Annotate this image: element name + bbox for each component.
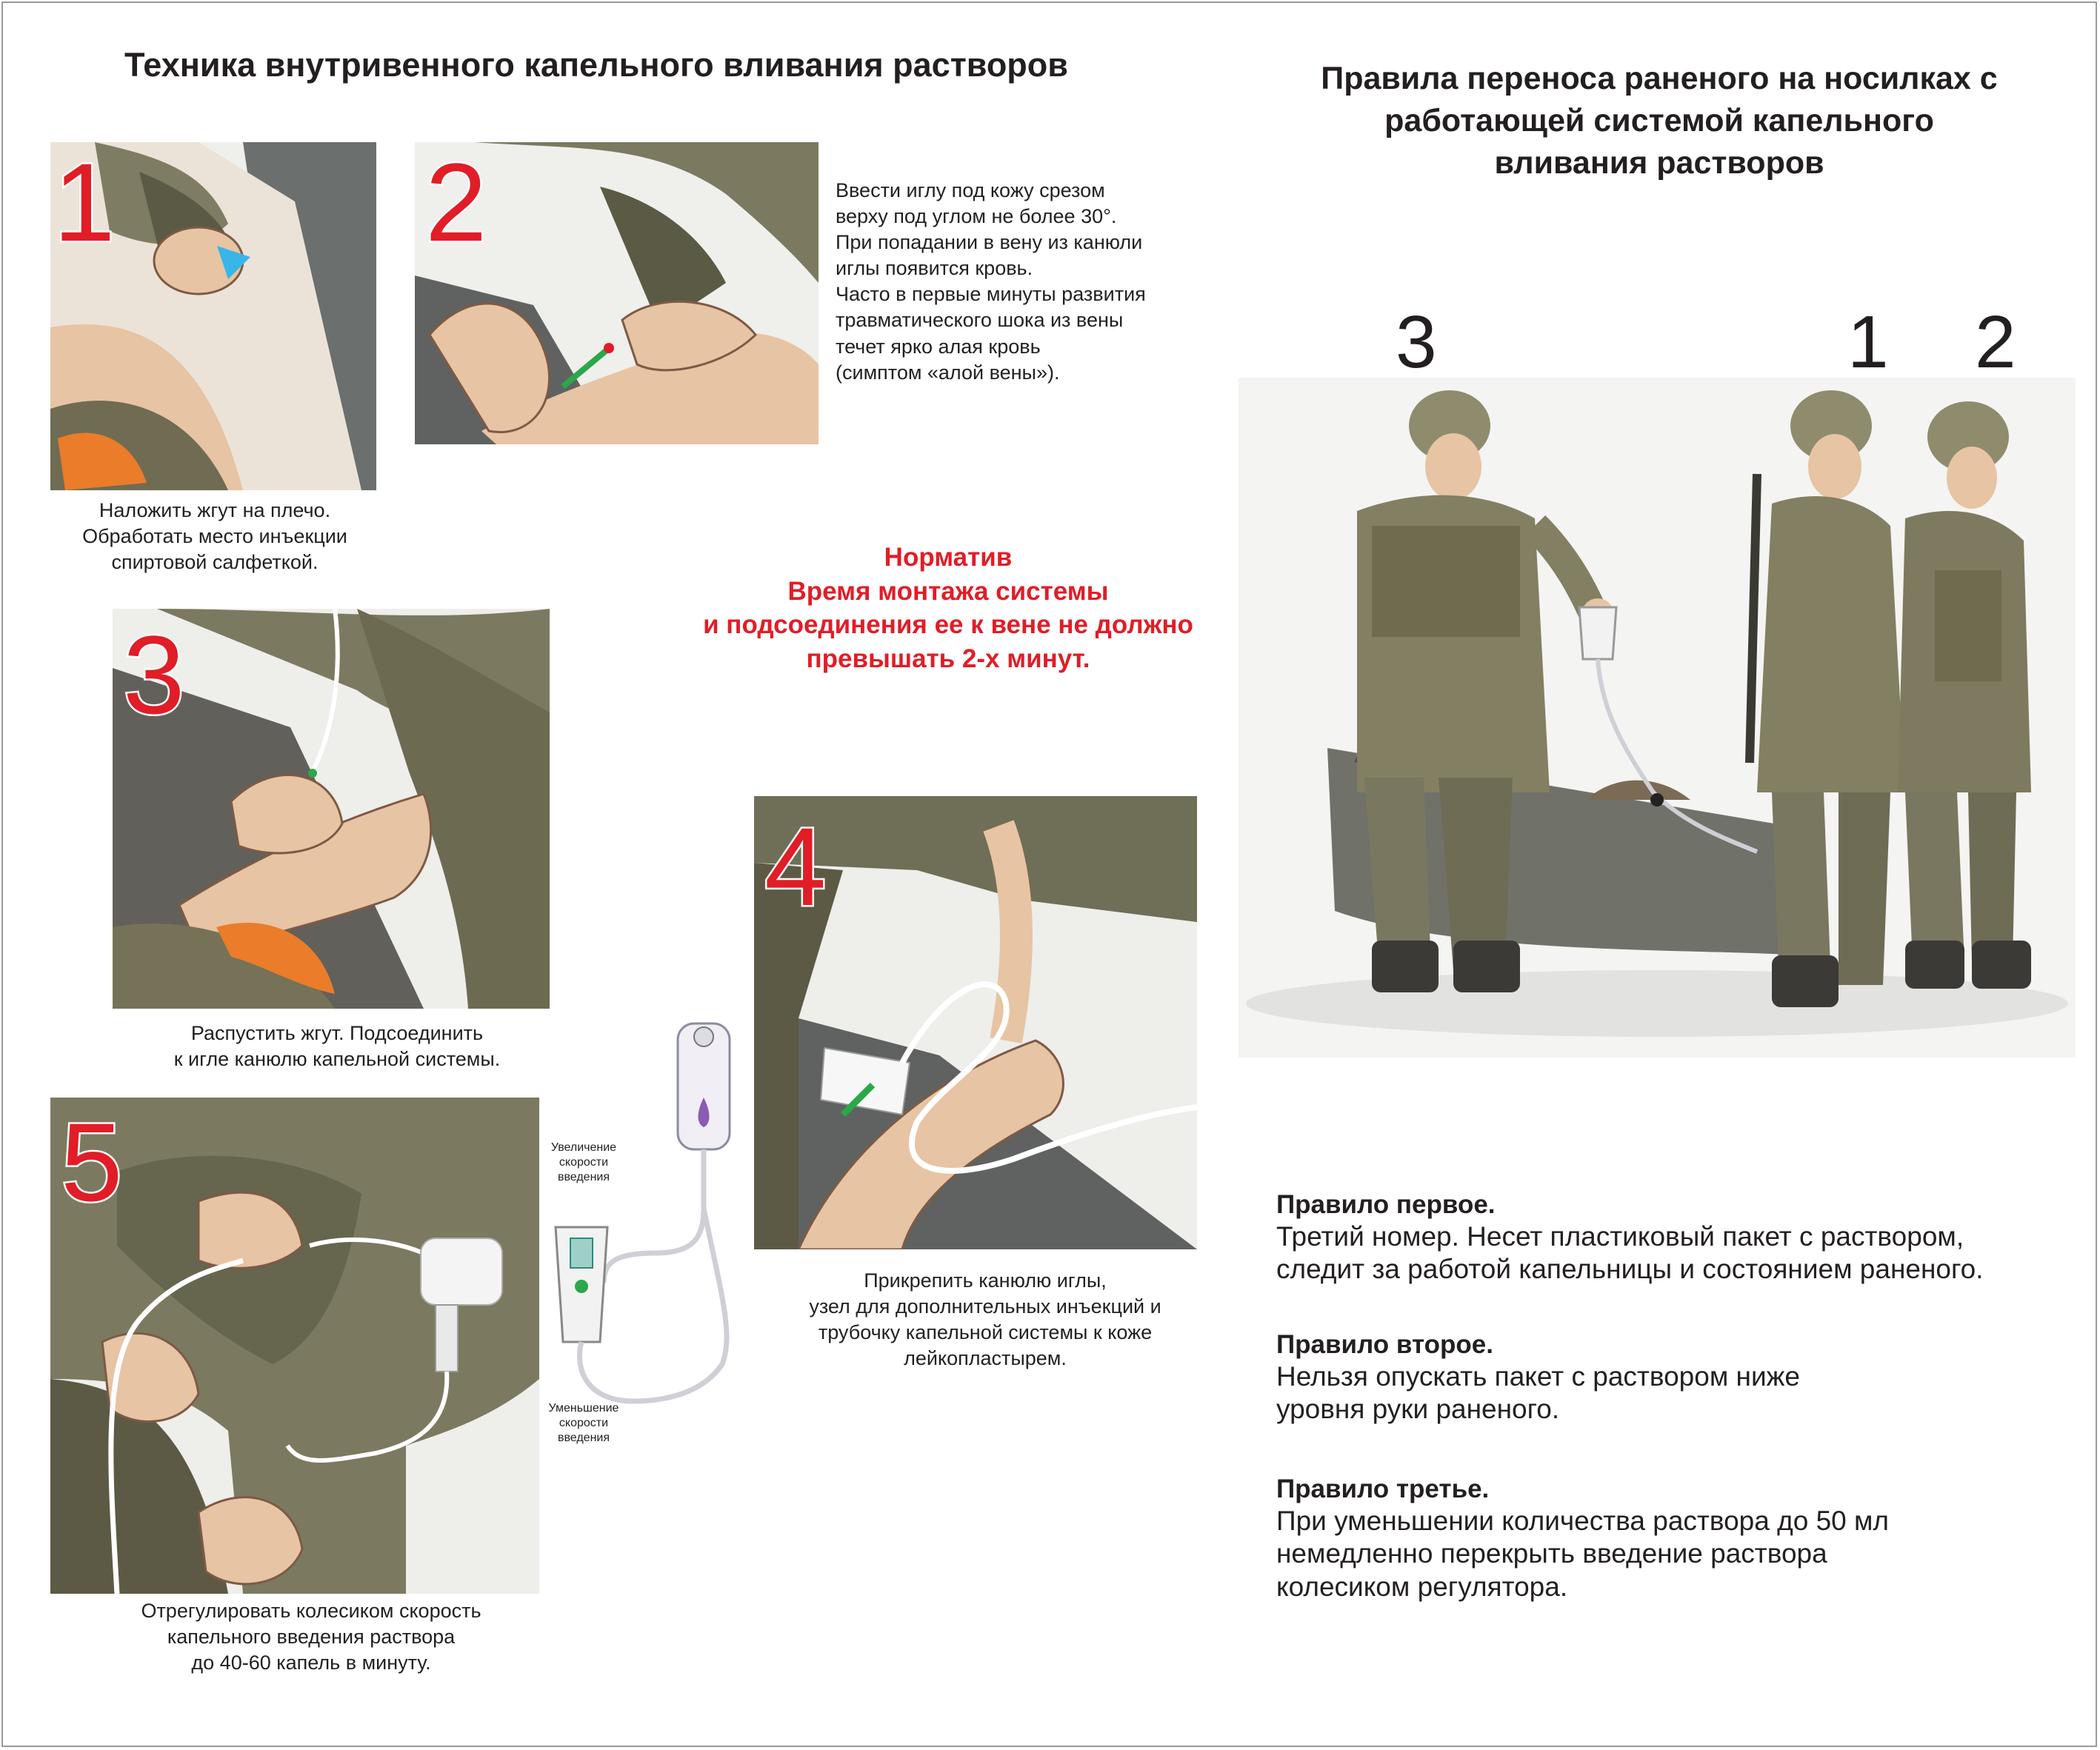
drip-chamber-illustration <box>554 1022 731 1404</box>
decrease-rate-label: Уменьшение скорости введения <box>539 1401 628 1446</box>
norm-line: Норматив <box>884 543 1013 572</box>
step-1-caption: Наложить жгут на плечо. Обработать место… <box>30 498 400 575</box>
rule-text-line: уровня руки раненого. <box>1276 1394 1560 1425</box>
norm-line: превышать 2-х минут. <box>806 644 1090 673</box>
soldier-3 <box>1357 390 1614 992</box>
norm-notice: Норматив Время монтажа системы и подсоед… <box>652 541 1244 675</box>
caption-line: Обработать место инъекции <box>82 525 347 548</box>
caption-line: иглы появится кровь. <box>836 257 1033 280</box>
soldier-1 <box>1745 390 1905 1007</box>
rule-title: Правило третье. <box>1276 1475 1490 1503</box>
step-2-caption: Ввести иглу под кожу срезом верху под уг… <box>836 178 1206 386</box>
caption-line: капельного введения раствора <box>167 1626 456 1649</box>
caption-line: верху под углом не более 30°. <box>836 205 1117 228</box>
increase-rate-label: Увеличение скорости введения <box>539 1140 628 1185</box>
label-line: Увеличение <box>550 1141 617 1154</box>
caption-line: к игле канюлю капельной системы. <box>173 1048 501 1071</box>
rule-text-line: колесиком регулятора. <box>1276 1571 1568 1602</box>
stretcher-carry-illustration <box>1239 378 2076 1058</box>
rule-title: Правило первое. <box>1276 1190 1496 1219</box>
right-title-line: работающей системой капельного <box>1384 102 1934 138</box>
step-2-illustration: 2 <box>415 142 819 444</box>
step-3-number: 3 <box>121 612 186 737</box>
norm-line: и подсоединения ее к вене не должно <box>703 610 1193 639</box>
caption-line: травматического шока из вены <box>836 309 1124 332</box>
step-1-number: 1 <box>51 142 116 264</box>
rule-second: Правило второе. Нельзя опускать пакет с … <box>1276 1329 2061 1426</box>
rule-text-line: следит за работой капельницы и состояние… <box>1276 1254 1984 1285</box>
right-title-line: вливания растворов <box>1494 144 1824 181</box>
rule-text-line: Нельзя опускать пакет с раствором ниже <box>1276 1361 1800 1392</box>
step-1-illustration: 1 <box>50 142 376 490</box>
right-title: Правила переноса раненого на носилках с … <box>1259 58 2059 184</box>
right-title-line: Правила переноса раненого на носилках с <box>1321 61 1998 96</box>
caption-line: течет ярко алая кровь <box>836 335 1041 358</box>
step-5-caption: Отрегулировать колесиком скорость капель… <box>89 1598 533 1676</box>
caption-line: до 40-60 капель в минуту. <box>191 1652 431 1674</box>
caption-line: трубочку капельной системы к коже <box>818 1321 1153 1344</box>
caption-line: Наложить жгут на плечо. <box>99 499 331 521</box>
rule-third: Правило третье. При уменьшении количеств… <box>1276 1474 2061 1603</box>
step-4-illustration: 4 <box>754 796 1197 1249</box>
caption-line: Прикрепить канюлю иглы, <box>864 1269 1107 1292</box>
step-3-illustration: 3 <box>113 609 550 1009</box>
position-number-2: 2 <box>1975 301 2016 384</box>
label-line: Уменьшение <box>548 1402 619 1415</box>
left-title: Техника внутривенного капельного вливани… <box>124 46 1068 84</box>
label-line: скорости <box>559 1417 609 1429</box>
caption-line: лейкопластырем. <box>904 1347 1067 1370</box>
caption-line: Отрегулировать колесиком скорость <box>141 1600 481 1622</box>
label-line: введения <box>557 1432 610 1444</box>
caption-line: спиртовой салфеткой. <box>111 551 319 574</box>
caption-line: Ввести иглу под кожу срезом <box>836 179 1105 201</box>
position-number-3: 3 <box>1396 301 1437 384</box>
step-5-illustration: 5 <box>50 1098 539 1594</box>
norm-line: Время монтажа системы <box>787 576 1109 606</box>
step-4-number: 4 <box>762 804 827 929</box>
soldier-2 <box>1898 401 2031 989</box>
rule-text-line: немедленно перекрыть введение раствора <box>1276 1538 1827 1569</box>
label-line: введения <box>557 1171 610 1183</box>
step-5-number: 5 <box>59 1100 124 1224</box>
rule-first: Правило первое. Третий номер. Несет плас… <box>1276 1189 2061 1286</box>
caption-line: узел для дополнительных инъекций и <box>809 1295 1161 1318</box>
caption-line: При попадании в вену из канюли <box>836 231 1143 254</box>
position-number-1: 1 <box>1847 301 1889 384</box>
rule-text-line: При уменьшении количества раствора до 50… <box>1276 1506 1890 1536</box>
label-line: скорости <box>559 1156 609 1169</box>
caption-line: Часто в первые минуты развития <box>836 283 1146 306</box>
caption-line: Распустить жгут. Подсоединить <box>190 1022 484 1044</box>
rule-text-line: Третий номер. Несет пластиковый пакет с … <box>1276 1221 1964 1252</box>
caption-line: (симптом «алой вены»). <box>836 361 1060 384</box>
step-4-caption: Прикрепить канюлю иглы, узел для дополни… <box>763 1268 1207 1372</box>
step-3-caption: Распустить жгут. Подсоединить к игле кан… <box>115 1021 559 1072</box>
rule-title: Правило второе. <box>1276 1330 1493 1359</box>
step-2-number: 2 <box>423 142 488 264</box>
